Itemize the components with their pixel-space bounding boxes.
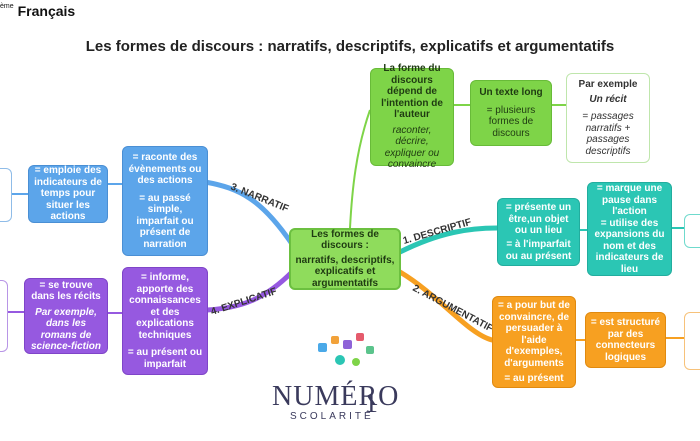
diagram-title: Les formes de discours : narratifs, desc… xyxy=(85,38,615,55)
intent-example: raconter, décrire, expliquer ou convainc… xyxy=(384,124,440,171)
explicatif-main-text2: = au présent ou imparfait xyxy=(127,347,203,370)
narratif-detail-node: = emploie des indicateurs de temps pour … xyxy=(28,165,108,223)
descriptif-detail-text2: = utilise des expansions du nom et des i… xyxy=(594,217,665,275)
argumentatif-main-text2: = au présent xyxy=(504,372,564,384)
logo-deco-5 xyxy=(366,346,374,354)
branch-label-argumentatif: 2. ARGUMENTATIF xyxy=(411,283,495,335)
narratif-main-node: = raconte des évènements ou des actions … xyxy=(122,146,208,256)
logo-deco-7 xyxy=(352,358,360,366)
center-line1: Les formes de discours : xyxy=(311,228,379,252)
subject-label: Français xyxy=(17,3,76,19)
narratif-main-text1: = raconte des évènements ou des actions xyxy=(128,152,202,186)
argumentatif-main-node: = a pour but de convaincre, de persuader… xyxy=(492,296,576,388)
line-center-intent xyxy=(349,109,371,229)
line-center-narratif xyxy=(202,179,295,247)
narratif-detail-text: = emploie des indicateurs de temps pour … xyxy=(34,165,102,223)
line-center-explicatif xyxy=(204,269,295,313)
branch-label-explicatif: 4. EXPLICATIF xyxy=(210,286,279,318)
explicatif-detail-text: = se trouve dans les récits xyxy=(31,279,101,303)
example-subtitle: Un récit xyxy=(589,93,627,105)
descriptif-main-text1: = présente un être,un objet ou un lieu xyxy=(505,202,572,236)
example-title: Par exemple xyxy=(578,79,638,90)
long-text-title: Un texte long xyxy=(479,87,543,98)
logo-deco-6 xyxy=(335,355,345,365)
logo-deco-2 xyxy=(331,336,339,344)
level-suffix: ème xyxy=(0,3,14,10)
logo-text-sub: SCOLARITÉ xyxy=(290,409,374,422)
long-text-text: = plusieurs formes de discours xyxy=(486,104,536,139)
logo-text-main: NUMÉRO xyxy=(272,381,399,412)
narratif-main-text2: = au passé simple, imparfait ou présent … xyxy=(136,192,194,250)
descriptif-edge-node xyxy=(684,214,700,248)
narratif-edge-node xyxy=(0,168,12,222)
line-center-descriptif xyxy=(397,225,500,255)
center-node: Les formes de discours : narratifs, desc… xyxy=(289,228,401,290)
descriptif-detail-node: = marque une pause dans l'action = utili… xyxy=(587,182,672,276)
argumentatif-edge-node xyxy=(684,312,700,370)
explicatif-detail-node: = se trouve dans les récits Par exemple,… xyxy=(24,278,108,354)
explicatif-detail-example: Par exemple, dans les romans de science-… xyxy=(30,306,102,353)
intent-node: La forme du discours dépend de l'intenti… xyxy=(370,63,454,170)
explicatif-main-text1: = informe, apporte des connaissances et … xyxy=(129,272,201,341)
argumentatif-detail-node: = est structuré par des connecteurs logi… xyxy=(585,312,666,368)
explicatif-edge-node xyxy=(0,280,8,352)
argumentatif-main-text1: = a pour but de convaincre, de persuader… xyxy=(498,300,570,369)
example-node: Par exemple Un récit = passages narratif… xyxy=(566,73,650,163)
explicatif-main-node: = informe, apporte des connaissances et … xyxy=(122,267,208,375)
logo-text-digit: 1 xyxy=(364,388,379,419)
argumentatif-detail-text: = est structuré par des connecteurs logi… xyxy=(590,317,661,363)
branch-label-narratif: 3. NARRATIF xyxy=(229,182,290,215)
logo-deco-1 xyxy=(318,343,327,352)
descriptif-detail-text1: = marque une pause dans l'action xyxy=(596,183,663,217)
numero1-logo: NUMÉRO 1 SCOLARITÉ xyxy=(272,333,399,422)
center-line2: narratifs, descriptifs, explicatifs et a… xyxy=(295,254,395,289)
logo-deco-4 xyxy=(356,333,364,341)
intent-text: La forme du discours dépend de l'intenti… xyxy=(381,63,443,121)
example-text: = passages narratifs + passages descript… xyxy=(582,111,634,157)
line-center-argumentatif xyxy=(397,269,495,343)
descriptif-main-text2: = à l'imparfait ou au présent xyxy=(505,239,572,262)
long-text-node: Un texte long = plusieurs formes de disc… xyxy=(470,80,552,146)
descriptif-main-node: = présente un être,un objet ou un lieu =… xyxy=(497,198,580,266)
logo-deco-3 xyxy=(343,340,352,349)
